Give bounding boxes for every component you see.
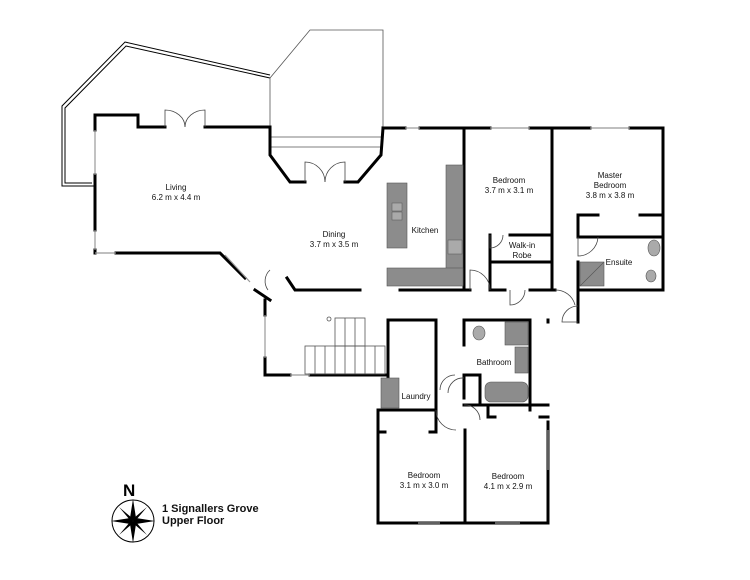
compass-rose-icon xyxy=(111,499,155,543)
bathroom-fixtures xyxy=(472,321,529,403)
room-laundry: Laundry xyxy=(402,392,431,402)
room-dims: 3.1 m x 3.0 m xyxy=(399,481,449,490)
room-label: Bedroom xyxy=(407,471,441,480)
room-label: Kitchen xyxy=(411,226,439,235)
room-living: Living 6.2 m x 4.4 m xyxy=(152,183,200,203)
room-label: Dining xyxy=(322,230,346,239)
kitchen-fixtures xyxy=(386,164,464,287)
room-label: Bedroom xyxy=(593,181,627,190)
room-bedroom-3: Bedroom 4.1 m x 2.9 m xyxy=(484,472,532,492)
room-label: Living xyxy=(165,183,187,192)
floor-name: Upper Floor xyxy=(162,515,225,527)
laundry-fixtures xyxy=(380,377,400,409)
room-bedroom-2: Bedroom 3.1 m x 3.0 m xyxy=(400,471,448,491)
room-dims: 3.7 m x 3.5 m xyxy=(309,240,359,249)
doors xyxy=(164,109,599,431)
room-label: Master xyxy=(597,171,623,180)
plan-caption: 1 Signallers Grove Upper Floor xyxy=(162,503,259,527)
room-label: Ensuite xyxy=(605,258,633,267)
stairs xyxy=(304,316,386,375)
room-dims: 3.8 m x 3.8 m xyxy=(585,191,635,200)
roof-outline xyxy=(269,29,384,148)
room-bedroom-1: Bedroom 3.7 m x 3.1 m xyxy=(485,176,533,196)
room-dims: 3.7 m x 3.1 m xyxy=(484,186,534,195)
room-dims: 4.1 m x 2.9 m xyxy=(483,482,533,491)
windows xyxy=(94,127,630,524)
walls xyxy=(93,113,665,525)
room-dims: 6.2 m x 4.4 m xyxy=(151,193,201,202)
ensuite-fixtures xyxy=(579,239,661,287)
room-walk-in-robe: Walk-in Robe xyxy=(509,241,535,261)
room-label: Bedroom xyxy=(492,176,526,185)
room-dining: Dining 3.7 m x 3.5 m xyxy=(310,230,358,250)
north-label: N xyxy=(123,481,136,500)
deck-outline xyxy=(61,41,271,187)
room-kitchen: Kitchen xyxy=(412,226,439,236)
address: 1 Signallers Grove xyxy=(162,503,259,515)
room-label: Laundry xyxy=(401,392,431,401)
room-label: Bedroom xyxy=(491,472,525,481)
room-master-bedroom: Master Bedroom 3.8 m x 3.8 m xyxy=(586,171,634,201)
room-label: Robe xyxy=(512,251,532,260)
room-bathroom: Bathroom xyxy=(477,358,512,368)
room-ensuite: Ensuite xyxy=(606,258,633,268)
room-label: Bathroom xyxy=(476,358,512,367)
room-label: Walk-in xyxy=(508,241,536,250)
